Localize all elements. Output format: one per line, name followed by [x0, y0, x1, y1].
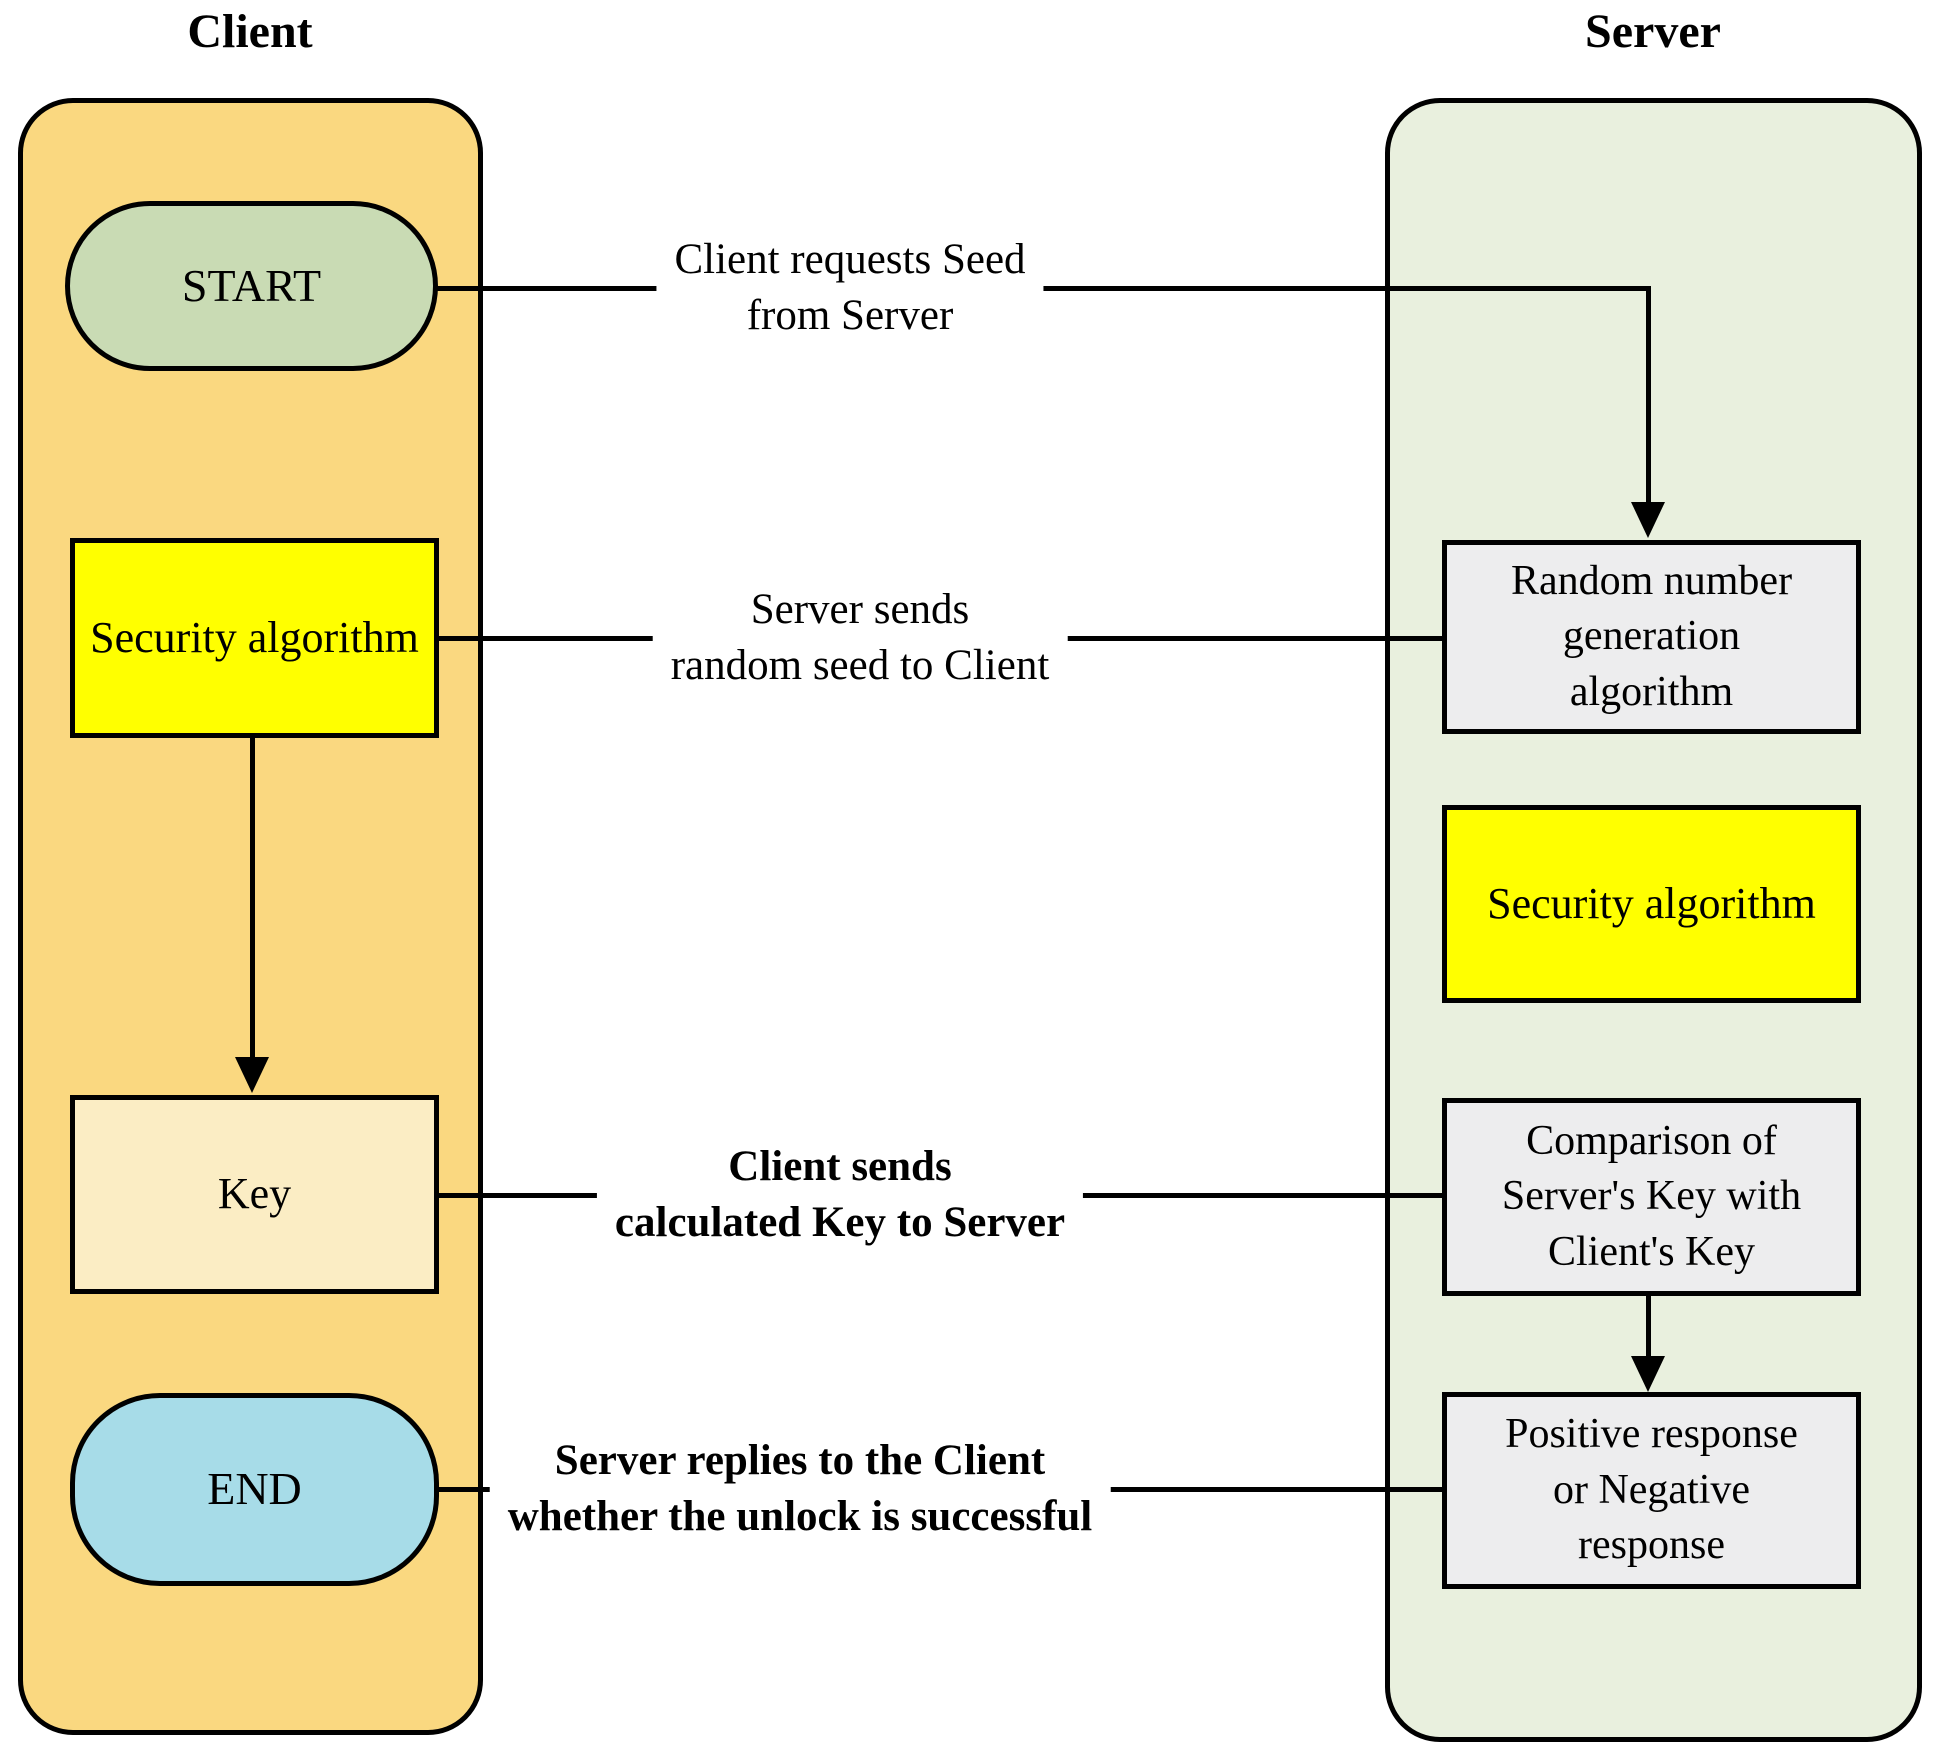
annotation-line: Server replies to the Client [554, 1437, 1046, 1485]
annotation-line: random seed to Client [670, 642, 1050, 689]
annotation-seed-send: Server sends random seed to Client [652, 576, 1068, 700]
node-line: Server's Key with [1501, 1173, 1802, 1220]
node-line: or Negative [1552, 1466, 1751, 1513]
annotation-line: Client requests Seed [674, 236, 1026, 284]
annotation-key-send: Client sends calculated Key to Server [596, 1133, 1084, 1257]
annotation-line: Client sends [728, 1143, 952, 1191]
node-line: generation [1562, 613, 1741, 660]
arrowhead-down-icon [1631, 502, 1665, 538]
annotation-line: from Server [746, 292, 954, 339]
key-node: Key [70, 1095, 439, 1294]
key-node-label: Key [217, 1169, 292, 1219]
start-node: START [65, 201, 438, 371]
annotation-line: Server sends [750, 586, 970, 634]
client-security-algorithm-node: Security algorithm [70, 538, 439, 738]
key-comparison-node: Comparison of Server's Key with Client's… [1442, 1098, 1861, 1296]
node-line: Comparison of [1526, 1117, 1777, 1164]
client-column-title: Client [187, 5, 313, 58]
end-node-label: END [207, 1463, 302, 1515]
end-node: END [70, 1393, 439, 1586]
connector-security-to-key [250, 737, 255, 1057]
response-node: Positive response or Negative response [1442, 1392, 1861, 1589]
random-number-generation-node: Random number generation algorithm [1442, 540, 1861, 734]
server-security-algorithm-node: Security algorithm [1442, 805, 1861, 1003]
arrowhead-down-icon [235, 1057, 269, 1093]
arrowhead-down-icon [1631, 1356, 1665, 1392]
node-line: Client's Key [1547, 1228, 1756, 1275]
node-line: algorithm [1569, 668, 1734, 715]
node-line: response [1578, 1522, 1725, 1569]
node-line: Positive response [1505, 1411, 1798, 1458]
connector-comparison-to-response [1646, 1295, 1651, 1356]
client-security-algorithm-label: Security algorithm [90, 612, 419, 662]
annotation-line: calculated Key to Server [614, 1199, 1066, 1246]
annotation-seed-request: Client requests Seed from Server [656, 226, 1044, 350]
annotation-line: whether the unlock is successful [507, 1493, 1093, 1540]
start-node-label: START [181, 259, 322, 311]
server-column-title: Server [1585, 5, 1721, 58]
connector-seed-request [437, 286, 1651, 291]
annotation-reply: Server replies to the Client whether the… [489, 1427, 1111, 1551]
server-security-algorithm-label: Security algorithm [1487, 878, 1816, 928]
node-line: Random number [1510, 557, 1793, 604]
connector-seed-request-drop [1646, 286, 1651, 502]
